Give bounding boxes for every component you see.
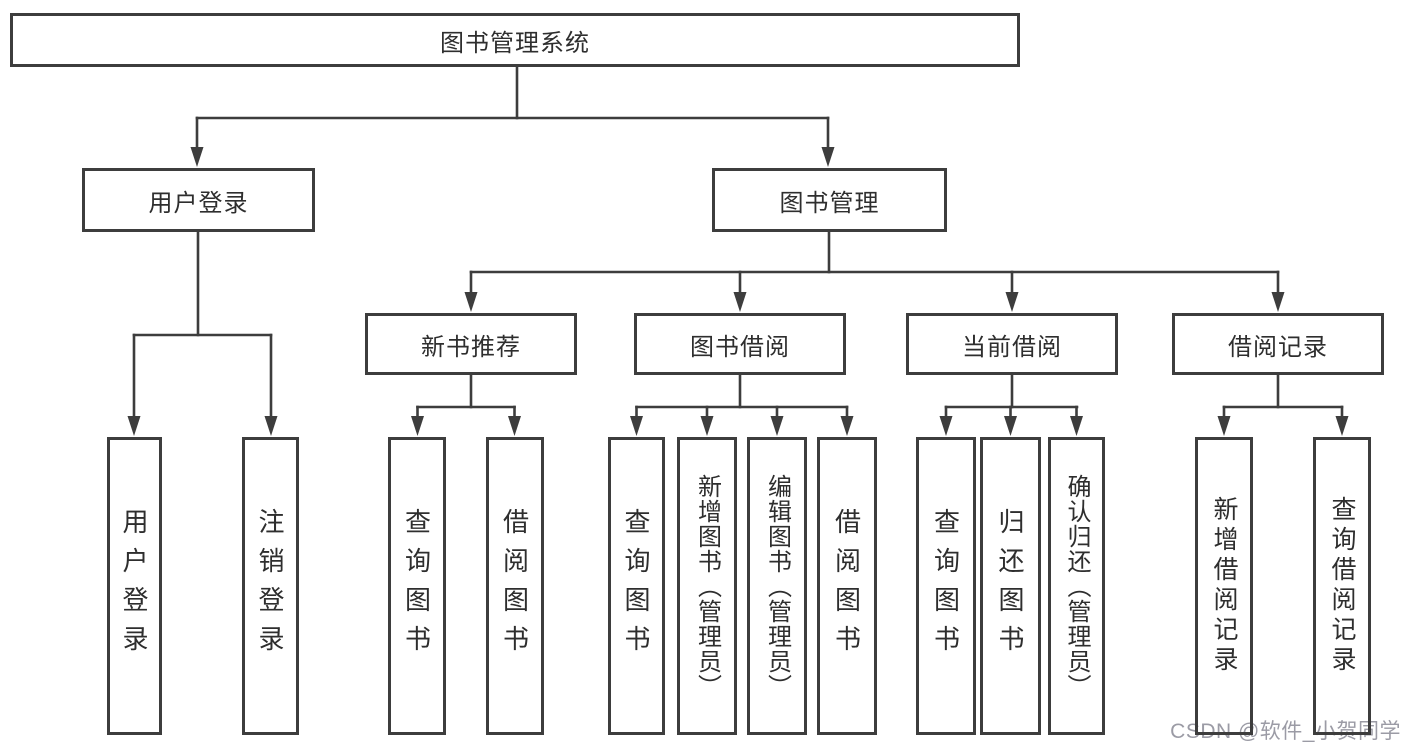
arrowhead	[630, 416, 643, 436]
node-user-login: 用户登录	[82, 168, 315, 232]
leaf-label: 查询图书	[930, 508, 961, 664]
leaf-label: 查询图书	[621, 508, 651, 664]
leaf-logout: 注销登录	[242, 437, 299, 735]
leaf-label: 编辑图书（管理员）	[763, 473, 791, 699]
arrowhead	[411, 416, 424, 436]
node-borrow-records: 借阅记录	[1172, 313, 1384, 375]
leaf-label: 确认归还（管理员）	[1063, 473, 1090, 699]
leaf-query-borrow-record: 查询借阅记录	[1313, 437, 1371, 735]
arrowhead	[1335, 416, 1349, 436]
leaf-label: 新增借阅记录	[1210, 496, 1238, 676]
leaf-label: 查询图书	[401, 508, 432, 664]
leaf-add-books-admin: 新增图书（管理员）	[677, 437, 737, 735]
node-label: 新书推荐	[421, 333, 521, 361]
edge-root-to-level2	[190, 65, 835, 167]
arrowhead	[1271, 292, 1285, 312]
node-label: 用户登录	[148, 189, 249, 217]
node-book-management-system: 图书管理系统	[10, 13, 1020, 67]
arrowhead	[733, 292, 747, 312]
edge-borrow-records-to-leaves	[1217, 373, 1349, 436]
arrowhead	[1004, 416, 1017, 436]
arrowhead	[1005, 292, 1019, 312]
node-current-borrow: 当前借阅	[906, 313, 1118, 375]
edge-book-borrow-to-leaves	[630, 373, 854, 436]
leaf-label: 借阅图书	[831, 508, 862, 664]
arrowhead	[770, 416, 784, 436]
node-label: 当前借阅	[962, 333, 1062, 361]
arrowhead	[264, 416, 278, 436]
arrowhead	[840, 416, 854, 436]
edge-book-management-to-level3	[464, 230, 1285, 312]
leaf-borrow-books: 借阅图书	[817, 437, 877, 735]
edge-current-borrow-to-leaves	[939, 373, 1083, 436]
leaf-label: 用户登录	[119, 508, 149, 664]
arrowhead	[700, 416, 714, 436]
node-book-management: 图书管理	[712, 168, 947, 232]
leaf-label: 归还图书	[995, 508, 1025, 664]
leaf-label: 注销登录	[255, 508, 285, 664]
arrowhead	[1217, 416, 1231, 436]
leaf-edit-books-admin: 编辑图书（管理员）	[747, 437, 807, 735]
arrowhead	[1070, 416, 1083, 436]
arrowhead	[464, 292, 478, 312]
arrowhead	[508, 416, 521, 436]
leaf-return-books: 归还图书	[980, 437, 1041, 735]
leaf-query-books-current: 查询图书	[916, 437, 976, 735]
leaf-label: 新增图书（管理员）	[693, 473, 721, 699]
node-label: 借阅记录	[1228, 333, 1328, 361]
leaf-query-books-borrow: 查询图书	[608, 437, 665, 735]
edge-user-login-to-leaves	[127, 230, 278, 436]
leaf-label: 借阅图书	[499, 508, 530, 664]
leaf-user-login: 用户登录	[107, 437, 162, 735]
leaf-confirm-return-admin: 确认归还（管理员）	[1048, 437, 1105, 735]
arrowhead	[821, 147, 835, 167]
leaf-add-borrow-record: 新增借阅记录	[1195, 437, 1253, 735]
arrowhead	[127, 416, 141, 436]
node-label: 图书管理系统	[440, 29, 590, 57]
node-label: 图书借阅	[690, 333, 790, 361]
node-label: 图书管理	[779, 189, 880, 217]
watermark-text: CSDN @软件_小贺同学	[1170, 720, 1401, 743]
node-new-book-recommend: 新书推荐	[365, 313, 577, 375]
leaf-borrow-books-recommend: 借阅图书	[486, 437, 544, 735]
edge-new-book-recommend-to-leaves	[411, 373, 521, 436]
arrowhead	[939, 416, 953, 436]
node-book-borrow: 图书借阅	[634, 313, 846, 375]
leaf-query-books-recommend: 查询图书	[388, 437, 446, 735]
arrowhead	[190, 147, 204, 167]
leaf-label: 查询借阅记录	[1328, 496, 1356, 676]
